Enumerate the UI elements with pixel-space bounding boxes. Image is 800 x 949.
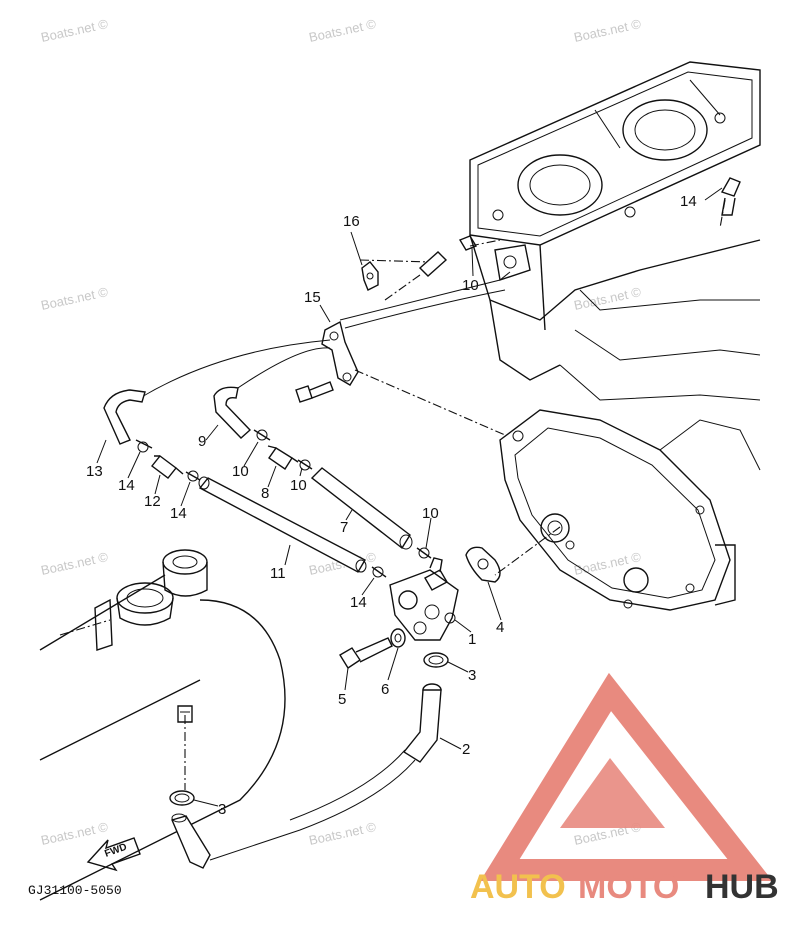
callout-10: 10: [462, 277, 479, 294]
hose-2: [209, 683, 442, 861]
watermark: Boats.net ©: [308, 16, 378, 45]
hose-short-top: [418, 235, 478, 277]
flywheel-cover: [499, 409, 761, 611]
callout-16: 16: [343, 213, 360, 230]
callout-11: 11: [270, 565, 286, 582]
callout-3: 3: [218, 801, 226, 818]
callout-8: 8: [261, 485, 269, 502]
callout-14: 14: [170, 505, 187, 522]
watermark: Boats.net ©: [40, 819, 110, 848]
fuel-cock-1: [371, 547, 459, 641]
watermark: Boats.net ©: [40, 549, 110, 578]
callout-10: 10: [422, 505, 439, 522]
clip-16: [361, 261, 379, 291]
callout-13: 13: [86, 463, 103, 480]
callout-7: 7: [340, 519, 348, 536]
callouts: 16 15 14 10 13 14 12 14 9 10 8 10 7 10 1…: [86, 193, 697, 818]
callout-1: 1: [468, 631, 476, 648]
fuel-tank: [39, 549, 286, 901]
callout-15: 15: [304, 289, 321, 306]
watermark: Boats.net ©: [573, 284, 643, 313]
gasket-4: [465, 546, 501, 583]
callout-14: 14: [350, 594, 367, 611]
engine-block: [469, 61, 761, 401]
callout-3: 3: [468, 667, 476, 684]
brand-logo: AUTO MOTO HUB: [470, 672, 779, 906]
hose-9: [213, 386, 271, 441]
callout-5: 5: [338, 691, 346, 708]
callout-9: 9: [198, 433, 206, 450]
washer-6: [390, 628, 406, 648]
filter-8: [267, 445, 313, 471]
callout-10: 10: [232, 463, 249, 480]
callout-12: 12: [144, 493, 161, 510]
watermark: Boats.net ©: [573, 16, 643, 45]
clamp-3-upper: [423, 652, 449, 668]
filter-12: [151, 455, 201, 482]
callout-10: 10: [290, 477, 307, 494]
hose-7: [310, 467, 413, 550]
diagram-code: GJ31100-5050: [28, 883, 122, 898]
brand-moto: MOTO: [578, 868, 679, 906]
callout-14: 14: [680, 193, 697, 210]
vent-lines: [139, 271, 511, 399]
leader-lines: [96, 187, 723, 807]
brand-auto: AUTO: [470, 868, 566, 906]
callout-2: 2: [462, 741, 470, 758]
brand-triangle: [480, 672, 773, 881]
watermarks: Boats.net © Boats.net © Boats.net © Boat…: [40, 16, 643, 848]
hose-13: [103, 389, 153, 453]
bracket-15: [321, 320, 359, 386]
brand-hub: HUB: [705, 868, 779, 906]
callout-4: 4: [496, 619, 504, 636]
hose-11: [198, 476, 367, 573]
watermark: Boats.net ©: [573, 549, 643, 578]
callout-14: 14: [118, 477, 135, 494]
callout-6: 6: [381, 681, 389, 698]
watermark: Boats.net ©: [40, 16, 110, 45]
bolt-5: [339, 637, 393, 669]
watermark: Boats.net ©: [40, 284, 110, 313]
bolt-bracket: [295, 381, 334, 403]
clamp-3-lower: [169, 790, 211, 869]
